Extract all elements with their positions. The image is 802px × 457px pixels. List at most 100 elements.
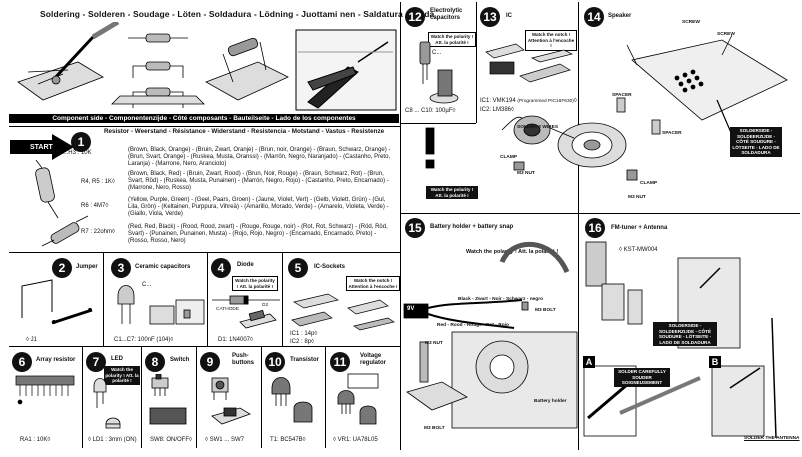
step-15-nut: M3 NUT — [425, 341, 443, 346]
step-16-souder-text: SOUDER SOIGNEUSEMENT — [621, 374, 663, 386]
step-15-bolt-1: M3 BOLT — [535, 308, 556, 313]
resistor-images — [35, 160, 89, 247]
step-12-number: 12 — [405, 7, 425, 27]
electrolytic-cap-image — [419, 41, 459, 104]
step-14-warning: Watch the polarity ! Att. la polarité ! — [426, 186, 478, 199]
step-11-number: 11 — [330, 352, 350, 372]
ic-socket-image — [291, 293, 395, 331]
step-9-ref: ◊ SW1 ... SW7 — [205, 437, 244, 443]
resistor-ref-3: R6 : 4M7◊ — [81, 203, 109, 209]
step-13-ref1-suffix: ◊ — [573, 98, 577, 104]
step-7-warning: Watch the polarity ! Att. la polarité ! — [104, 366, 140, 385]
resistor-desc-3: (Yellow, Purple, Green) - (Geel, Paars, … — [128, 197, 389, 217]
resistor-ref-4: R7 : 22ohm◊ — [81, 229, 115, 235]
step-8-title: Switch — [170, 357, 190, 363]
resistor-desc-4: (Red, Red, Black) - (Rood, Rood, zwart) … — [128, 224, 388, 244]
ic-image — [485, 43, 574, 83]
component-side-banner: Component side - Componentenzijde - Côté… — [9, 114, 399, 123]
step-3-c-label: C... — [142, 282, 152, 288]
step-12-ref: C8 ... C10: 100µF◊ — [405, 108, 456, 114]
array-resistor-image — [15, 375, 75, 405]
step-14-nut-1: M3 NUT — [517, 171, 535, 176]
step-1-number: 1 — [71, 132, 91, 152]
step-2-ref: ◊ J1 — [26, 337, 37, 343]
step-14-screw-2: SCREW — [717, 32, 735, 37]
step-2-number: 2 — [52, 258, 72, 278]
step-13-ref1-text: IC1: VMK194 — [480, 98, 516, 104]
step-4-number: 4 — [211, 258, 231, 278]
step-15-9v: 9V — [407, 306, 415, 312]
step-8-number: 8 — [145, 352, 165, 372]
step-10-title: Transistor — [290, 357, 320, 363]
step-14-screw-1: SCREW — [682, 20, 700, 25]
resistor-desc-1: (Brown, Black, Orange) - (Bruin, Zwart, … — [128, 147, 391, 167]
step-12-c-label: C... — [432, 50, 442, 56]
step-16-title: FM-tuner + Antenna — [611, 225, 668, 231]
step-14-spacer-1: SPACER — [612, 93, 632, 98]
step-13-number: 13 — [480, 7, 500, 27]
step-4-d2: D2 — [262, 303, 269, 308]
step-6-ref: RA1 : 10K◊ — [20, 437, 51, 443]
resistor-ref-1: ◊ H1...H3 : 10K — [51, 150, 92, 156]
step-10-ref: T1: BC547B◊ — [270, 437, 306, 443]
step-5-title: IC-Sockets — [314, 264, 346, 270]
ceramic-cap-image — [117, 285, 205, 325]
transistor-image — [271, 377, 313, 423]
step-16-number: 16 — [585, 218, 605, 238]
step-16-solder-carefully-text: SOLDER CAREFULLY — [618, 369, 666, 374]
step-4-ref: D1: 1N4007◊ — [218, 337, 253, 343]
step-15-bolt-2: M3 BOLT — [424, 426, 445, 431]
step-16-label-b: B — [709, 356, 721, 368]
step-14-solderside: SOLDERSIDE - SOLDEERZIJDE - CÔTÉ SOUDURE… — [730, 127, 782, 157]
step-2-title: Jumper — [76, 264, 98, 270]
step-15-red-wire: Red - Rood - Rouge - Rot - Rojo — [437, 323, 509, 328]
step-16-label-a: A — [583, 356, 595, 368]
step-16-solder-carefully: SOLDER CAREFULLY SOUDER SOIGNEUSEMENT — [614, 368, 670, 387]
step-12-warning: Watch the polarity ! Att. la polarité ! — [428, 32, 476, 47]
step-9-title: Push-buttons — [232, 353, 254, 366]
step-4-cathode: CATHODE — [216, 307, 240, 312]
step-14-solder-wires: SOLDER 2 WIRES — [517, 125, 559, 130]
step-9-number: 9 — [200, 352, 220, 372]
speaker-assembly-image — [425, 34, 788, 181]
step-6-title: Array resistor — [36, 357, 76, 363]
start-label: START — [30, 144, 53, 151]
diode-image — [212, 295, 280, 329]
step-5-ref2: IC2 : 8p◊ — [290, 339, 314, 345]
step-14-spacer-2: SPACER — [662, 131, 682, 136]
step-11-title: Voltage regulator — [360, 353, 387, 366]
step-14-number: 14 — [584, 7, 604, 27]
step-13-ref1-note: (Programmed PIC16F630) — [517, 99, 574, 104]
step-7-title: LED — [111, 356, 123, 362]
step-14-clamp-1: CLAMP — [500, 155, 518, 160]
step-1-title: Resistor - Weerstand - Résistance - Wide… — [104, 128, 385, 135]
step-14-clamp-2: CLAMP — [640, 181, 658, 186]
step-15-title: Battery holder + battery snap — [430, 224, 514, 230]
step-11-ref: ◊ VR1: UA78L05 — [333, 437, 378, 443]
soldering-illustrations — [17, 22, 397, 111]
regulator-image — [337, 373, 379, 425]
step-12-title: Electrolytic capacitors — [430, 8, 463, 21]
step-7-number: 7 — [86, 352, 106, 372]
step-5-ref1: IC1 : 14p◊ — [290, 331, 318, 337]
step-4-title: Diode — [237, 262, 254, 268]
step-10-number: 10 — [265, 352, 285, 372]
step-3-ref: C1...C7: 100nF (104)◊ — [114, 337, 174, 343]
step-5-number: 5 — [288, 258, 308, 278]
resistor-desc-2: (Brown, Black, Red) - (Bruin, Zwart, Roo… — [128, 171, 389, 191]
step-16-solder-antenna: SOLDER THE ANTENNA — [744, 436, 800, 441]
step-15-black-wire: Black - Zwart - Noir - Schwarz - negro — [458, 297, 544, 302]
step-13-title: IC — [506, 13, 512, 19]
step-8-ref: SW8: ON/OFF◊ — [150, 437, 192, 443]
step-3-number: 3 — [111, 258, 131, 278]
step-13-warning: Watch the notch ! Attention à l'encoche … — [525, 30, 577, 51]
push-button-image — [211, 377, 251, 425]
led-image — [93, 378, 121, 429]
step-3-title: Ceramic capacitors — [135, 264, 191, 270]
step-15-holder: Battery holder — [534, 399, 567, 404]
battery-holder-image — [403, 241, 578, 429]
soldering-title: Soldering - Solderen - Soudage - Löten -… — [40, 9, 435, 19]
step-13-ref2: IC2: LM386◊ — [480, 107, 514, 113]
step-15-number: 15 — [405, 218, 425, 238]
resistor-ref-2: R4, R5 : 1K◊ — [81, 179, 115, 185]
